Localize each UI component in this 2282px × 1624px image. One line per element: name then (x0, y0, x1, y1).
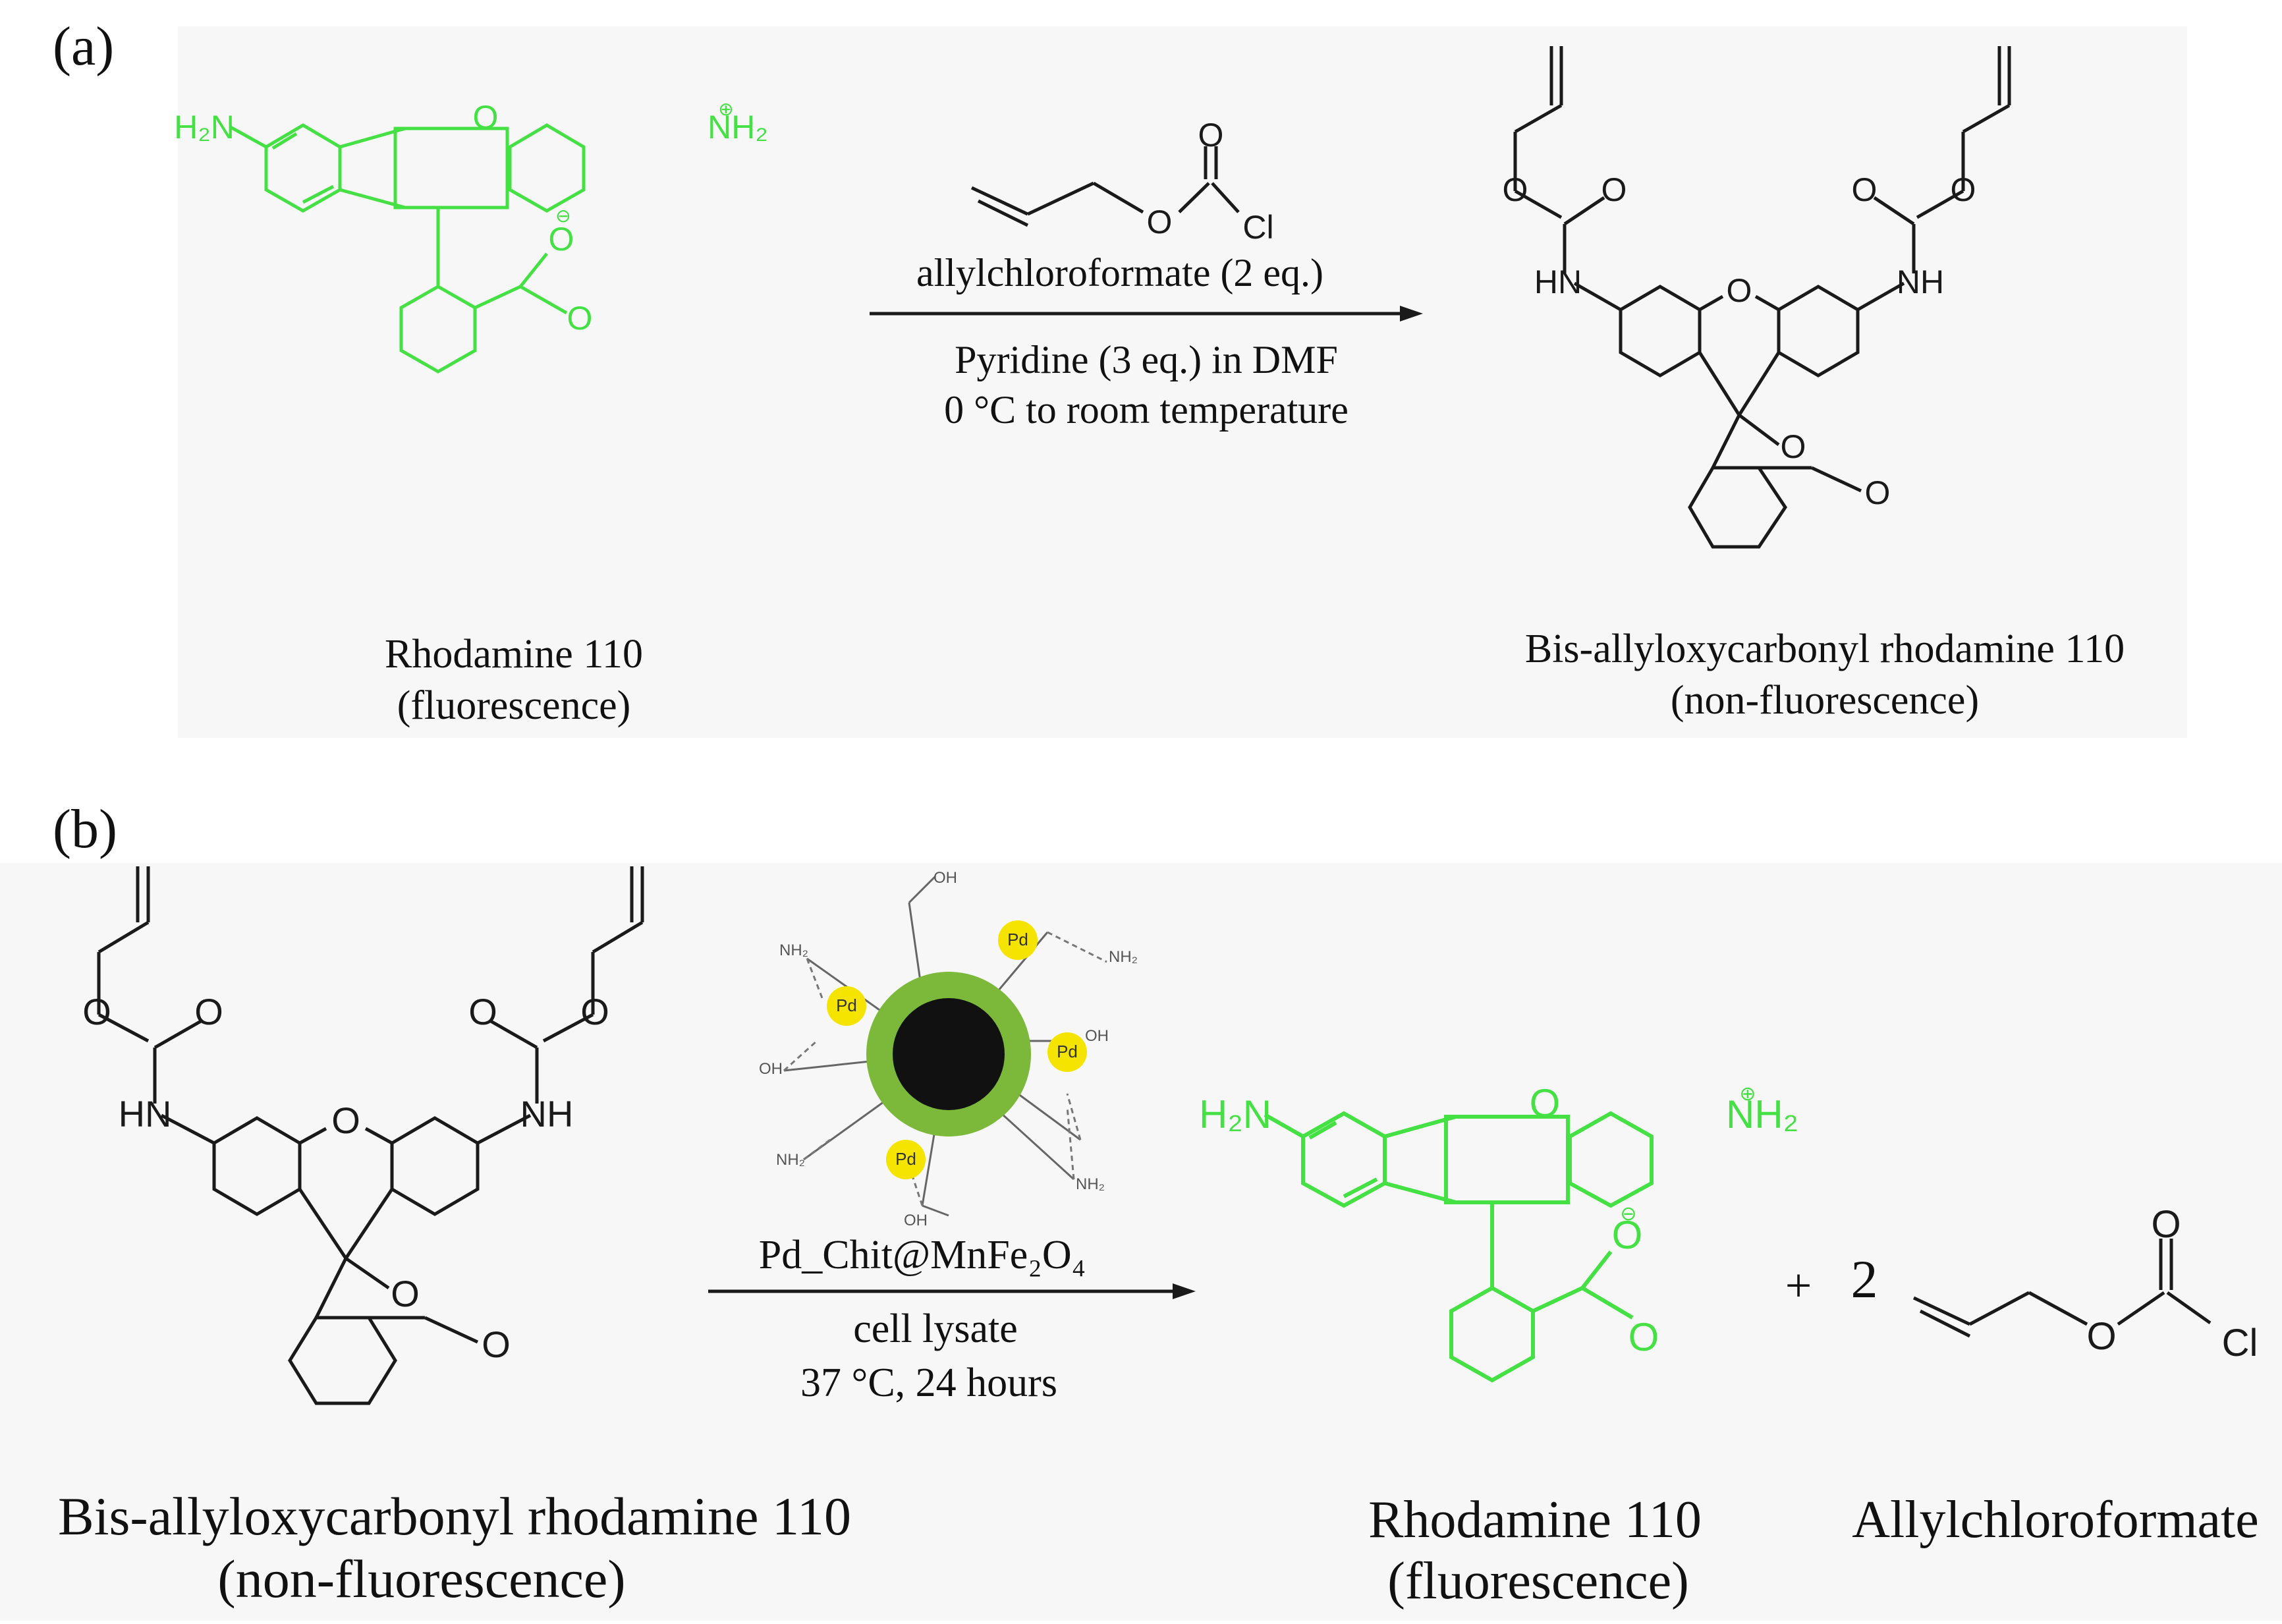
panel-b-label: (b) (53, 798, 117, 860)
reactant-b-right-ester-oxygen: O (580, 991, 609, 1032)
ligand-oh-1: OH (933, 869, 957, 887)
ligand-nh2-1: NH₂ (779, 941, 808, 959)
allyl-chloroformate-reagent (970, 146, 1240, 227)
product-a-right-carbonyl: O (1852, 171, 1878, 208)
plus-sign: + (1785, 1259, 1812, 1312)
pd-site-4 (886, 1140, 926, 1179)
product-a-right-ester-oxygen: O (1951, 171, 1976, 208)
catalyst-core (893, 998, 1005, 1110)
reagent-carbonyl-oxygen: O (1198, 117, 1224, 154)
ligand-nh2-2: NH₂ (776, 1151, 805, 1169)
reagent-chlorine: Cl (1242, 209, 1273, 246)
ligand-nh2-4: NH₂ (1076, 1175, 1105, 1193)
rhodamine-110-structure-b: H₂N NH₂ ⊕ O O ⊖ O (1199, 1081, 1798, 1383)
byproduct-name: Allylchloroformate (1852, 1491, 2259, 1549)
rhodamine-b-amine: H₂N (1199, 1092, 1271, 1136)
byproduct-chlorine: Cl (2222, 1322, 2258, 1364)
pd-label-4: Pd (895, 1149, 916, 1169)
reagent-ester-oxygen: O (1147, 204, 1173, 240)
reactant-b-left-carbonyl: O (194, 991, 223, 1032)
pd-site-3 (1047, 1032, 1087, 1072)
product-a-lactone-carbonyl: O (1865, 474, 1891, 511)
panel-a-label: (a) (53, 16, 115, 77)
rhodamine-a-carboxylate-o2: O (567, 300, 593, 337)
rhodamine-b-iminium: NH₂ (1726, 1092, 1798, 1136)
reagent-name: allylchloroformate (2 eq.) (916, 251, 1324, 294)
pd-site-2 (827, 986, 866, 1026)
reactant-b-ring-oxygen: O (331, 1100, 360, 1141)
pd-label-2: Pd (836, 995, 857, 1015)
rhodamine-b-carboxylate-o1: O (1612, 1213, 1643, 1257)
byproduct-carbonyl-oxygen: O (2151, 1203, 2181, 1246)
reactant-b-lactone-carbonyl: O (482, 1324, 511, 1365)
product-a-right-nh: NH (1897, 264, 1944, 300)
rhodamine-a-amine: H₂N (174, 109, 235, 146)
bis-alloc-rhodamine-structure-a: O O O HN NH O O O O (1503, 46, 2011, 549)
rhodamine-110-structure-a: H₂N NH₂ ⊕ O O ⊖ O (174, 99, 768, 374)
product-b-note: (fluorescence) (1387, 1552, 1689, 1610)
rhodamine-b-charge-minus: ⊖ (1620, 1203, 1636, 1225)
catalyst-name: Pd_Chit@MnFe₂O₄ (758, 1233, 1086, 1277)
catalyst-nanoparticle: Pd Pd Pd Pd OH NH₂ OH NH₂ OH NH₂ OH NH₂ (759, 869, 1138, 1229)
pd-label-1: Pd (1007, 930, 1028, 949)
ligand-oh-2: OH (759, 1060, 783, 1078)
product-a-left-carbonyl: O (1601, 171, 1627, 208)
reaction-arrow-a-head (1400, 306, 1423, 322)
reactant-b-left-ester-oxygen: O (82, 991, 111, 1032)
bis-alloc-rhodamine-structure-b: O O O HN NH O O O O (82, 866, 644, 1405)
condition-temperature: 0 °C to room temperature (944, 388, 1349, 432)
pd-label-3: Pd (1057, 1042, 1078, 1061)
reactant-b-right-nh: NH (520, 1093, 574, 1134)
condition-time: 37 °C, 24 hours (800, 1360, 1057, 1405)
rhodamine-a-ring-oxygen: O (473, 99, 499, 136)
condition-solvent: Pyridine (3 eq.) in DMF (955, 338, 1338, 381)
byproduct-ester-oxygen: O (2086, 1315, 2116, 1358)
product-a-note: (non-fluorescence) (1670, 678, 1980, 723)
rhodamine-b-ring-oxygen: O (1530, 1081, 1561, 1125)
product-b-name: Rhodamine 110 (1368, 1491, 1702, 1549)
reaction-arrow-b-head (1173, 1283, 1196, 1299)
rhodamine-a-carboxylate-o1: O (549, 221, 574, 258)
ligand-oh-4: OH (1085, 1027, 1109, 1045)
ligand-oh-3: OH (904, 1212, 928, 1229)
panel-b-background (0, 863, 2282, 1621)
reactant-b-right-carbonyl: O (468, 991, 497, 1032)
reactant-b-left-nh: HN (119, 1093, 172, 1134)
rhodamine-a-charge-plus: ⊕ (718, 99, 733, 119)
product-a-left-nh: HN (1534, 264, 1582, 300)
rhodamine-b-carboxylate-o2: O (1628, 1315, 1659, 1359)
stoichiometric-coefficient: 2 (1851, 1249, 1878, 1309)
reactant-b-name: Bis-allyloxycarbonyl rhodamine 110 (58, 1486, 851, 1546)
reactant-a-note: (fluorescence) (397, 683, 631, 728)
reactant-a-name: Rhodamine 110 (384, 632, 644, 677)
allyl-chloroformate-byproduct (1912, 1239, 2212, 1338)
product-a-name: Bis-allyloxycarbonyl rhodamine 110 (1524, 627, 2125, 671)
rhodamine-a-charge-minus: ⊖ (555, 206, 570, 226)
condition-medium: cell lysate (853, 1306, 1018, 1351)
reactant-b-note: (non-fluorescence) (217, 1549, 626, 1609)
pd-site-1 (998, 920, 1038, 960)
product-a-ring-oxygen: O (1727, 272, 1752, 309)
product-a-lactone-oxygen: O (1781, 428, 1806, 465)
rhodamine-a-iminium: NH₂ (708, 109, 768, 146)
rhodamine-b-charge-plus: ⊕ (1739, 1083, 1756, 1105)
product-a-left-ester-oxygen: O (1503, 171, 1528, 208)
ligand-nh2-3: NH₂ (1109, 948, 1138, 966)
reactant-b-lactone-oxygen: O (391, 1273, 420, 1314)
